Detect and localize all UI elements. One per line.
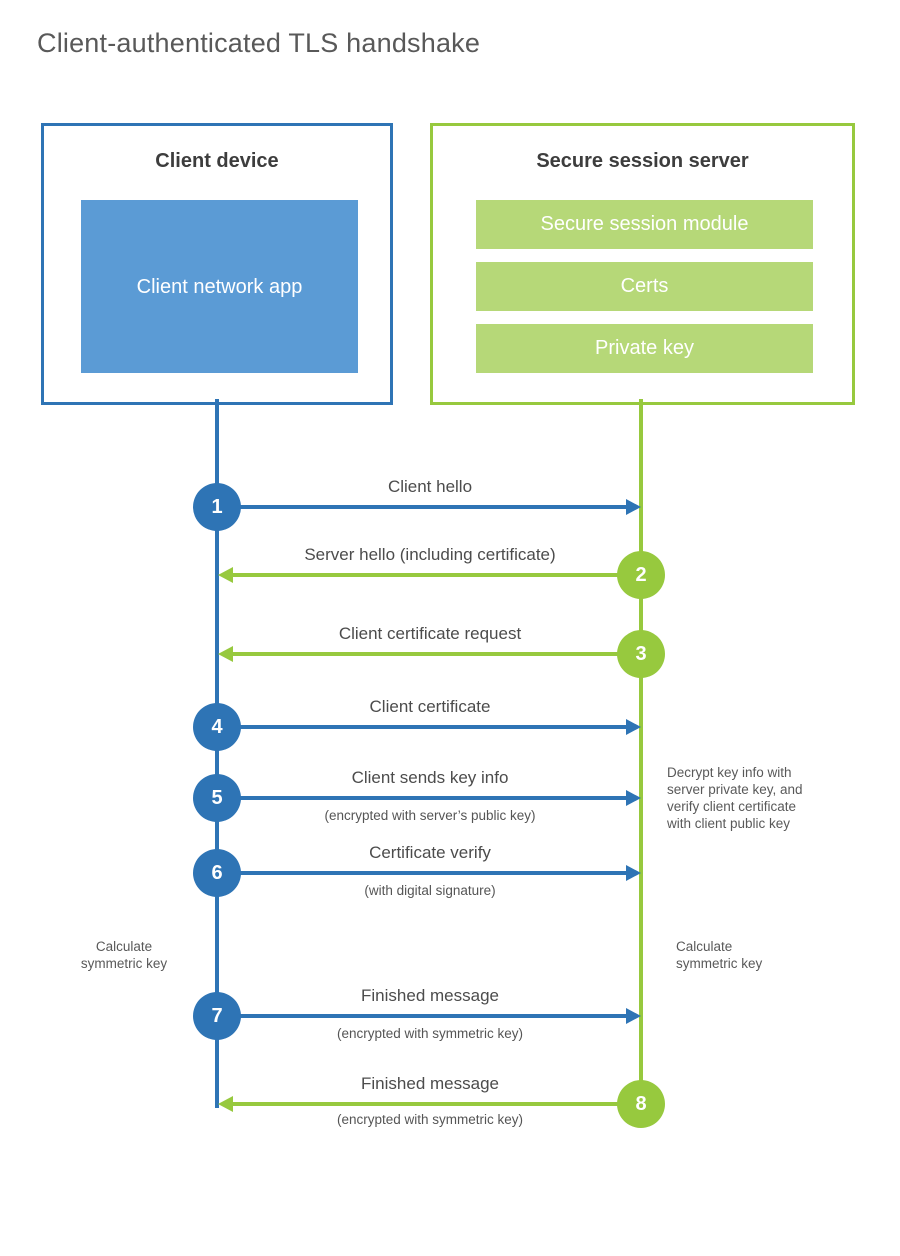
step-8-sublabel: (encrypted with symmetric key) — [336, 1112, 524, 1127]
step-6-label: Certificate verify — [369, 843, 491, 862]
calculate-symmetric-key-note-left: Calculate symmetric key — [58, 938, 190, 972]
page-title: Client-authenticated TLS handshake — [37, 28, 481, 58]
server-box: Secure session server Secure session mod… — [430, 123, 855, 405]
decrypt-note: Decrypt key info with server private key… — [667, 764, 803, 832]
step-1-label: Client hello — [387, 477, 473, 496]
step-2-arrowhead-icon — [218, 567, 233, 583]
step-1-circle: 1 — [193, 483, 241, 531]
step-3-circle: 3 — [617, 630, 665, 678]
calc-note-line: Calculate — [676, 939, 733, 954]
step-4-label: Client certificate — [369, 697, 491, 716]
server-certs-bar: Certs — [476, 262, 813, 311]
step-4-arrow-line — [217, 725, 626, 729]
step-8-arrow-line — [232, 1102, 641, 1106]
step-5-sublabel: (encrypted with server’s public key) — [324, 808, 536, 823]
step-1-arrowhead-icon — [626, 499, 641, 515]
client-network-app-label: Client network app — [136, 275, 303, 298]
step-5-arrow-line — [217, 796, 626, 800]
step-6-circle: 6 — [193, 849, 241, 897]
server-lifeline — [639, 399, 643, 1104]
step-2-circle: 2 — [617, 551, 665, 599]
step-5-arrowhead-icon — [626, 790, 641, 806]
calc-note-line: symmetric key — [80, 956, 168, 971]
step-8-circle: 8 — [617, 1080, 665, 1128]
client-device-box: Client device Client network app — [41, 123, 393, 405]
calc-note-line: symmetric key — [676, 956, 763, 971]
server-title: Secure session server — [536, 150, 749, 172]
step-6-sublabel: (with digital signature) — [364, 883, 496, 898]
calculate-symmetric-key-note-right: Calculate symmetric key — [676, 938, 762, 972]
step-3-arrow-line — [232, 652, 641, 656]
step-3-label: Client certificate request — [338, 624, 522, 643]
step-3-arrowhead-icon — [218, 646, 233, 662]
step-6-arrow-line — [217, 871, 626, 875]
step-7-label: Finished message — [361, 986, 499, 1005]
step-8-label: Finished message — [361, 1074, 499, 1093]
step-8-arrowhead-icon — [218, 1096, 233, 1112]
step-7-arrowhead-icon — [626, 1008, 641, 1024]
step-4-arrowhead-icon — [626, 719, 641, 735]
step-4-circle: 4 — [193, 703, 241, 751]
step-5-label: Client sends key info — [351, 768, 509, 787]
decrypt-note-line: server private key, and — [667, 782, 803, 797]
calc-note-line: Calculate — [95, 939, 153, 954]
decrypt-note-line: verify client certificate — [667, 799, 797, 814]
server-private-key-bar: Private key — [476, 324, 813, 373]
client-lifeline — [215, 399, 219, 1108]
server-module-bar: Secure session module — [476, 200, 813, 249]
step-7-sublabel: (encrypted with symmetric key) — [336, 1026, 524, 1041]
step-7-circle: 7 — [193, 992, 241, 1040]
step-1-arrow-line — [217, 505, 626, 509]
decrypt-note-line: Decrypt key info with — [667, 765, 792, 780]
decrypt-note-line: with client public key — [667, 816, 791, 831]
step-2-arrow-line — [232, 573, 641, 577]
step-6-arrowhead-icon — [626, 865, 641, 881]
step-2-label: Server hello (including certificate) — [304, 545, 556, 564]
client-device-title: Client device — [155, 150, 279, 172]
step-7-arrow-line — [217, 1014, 626, 1018]
step-5-circle: 5 — [193, 774, 241, 822]
client-network-app-box: Client network app — [81, 200, 358, 373]
